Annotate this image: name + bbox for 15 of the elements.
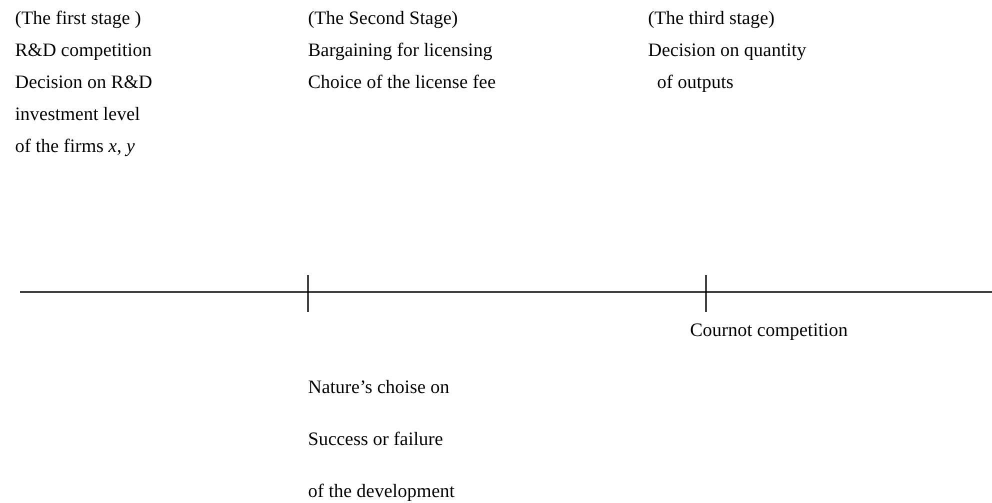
stage-description: Decision on quantity <box>648 40 806 62</box>
stage-description: R&D competition <box>15 40 152 62</box>
event-label: Nature’s choise on <box>308 377 450 399</box>
stage-description: of the firms x, y <box>15 136 135 158</box>
event-label: Cournot competition <box>690 320 848 342</box>
stage-description: Decision on R&D <box>15 72 152 94</box>
event-label: Success or failure <box>308 429 444 451</box>
stage-heading: (The Second Stage) <box>308 8 458 30</box>
stage-description: Bargaining for licensing <box>308 40 492 62</box>
stage-description: Choice of the license fee <box>308 72 496 94</box>
stage-heading: (The first stage ) <box>15 8 142 30</box>
stage-description: of outputs <box>657 72 734 94</box>
stage-heading: (The third stage) <box>648 8 775 30</box>
stage-description: investment level <box>15 104 140 126</box>
event-label: of the development <box>308 481 455 503</box>
